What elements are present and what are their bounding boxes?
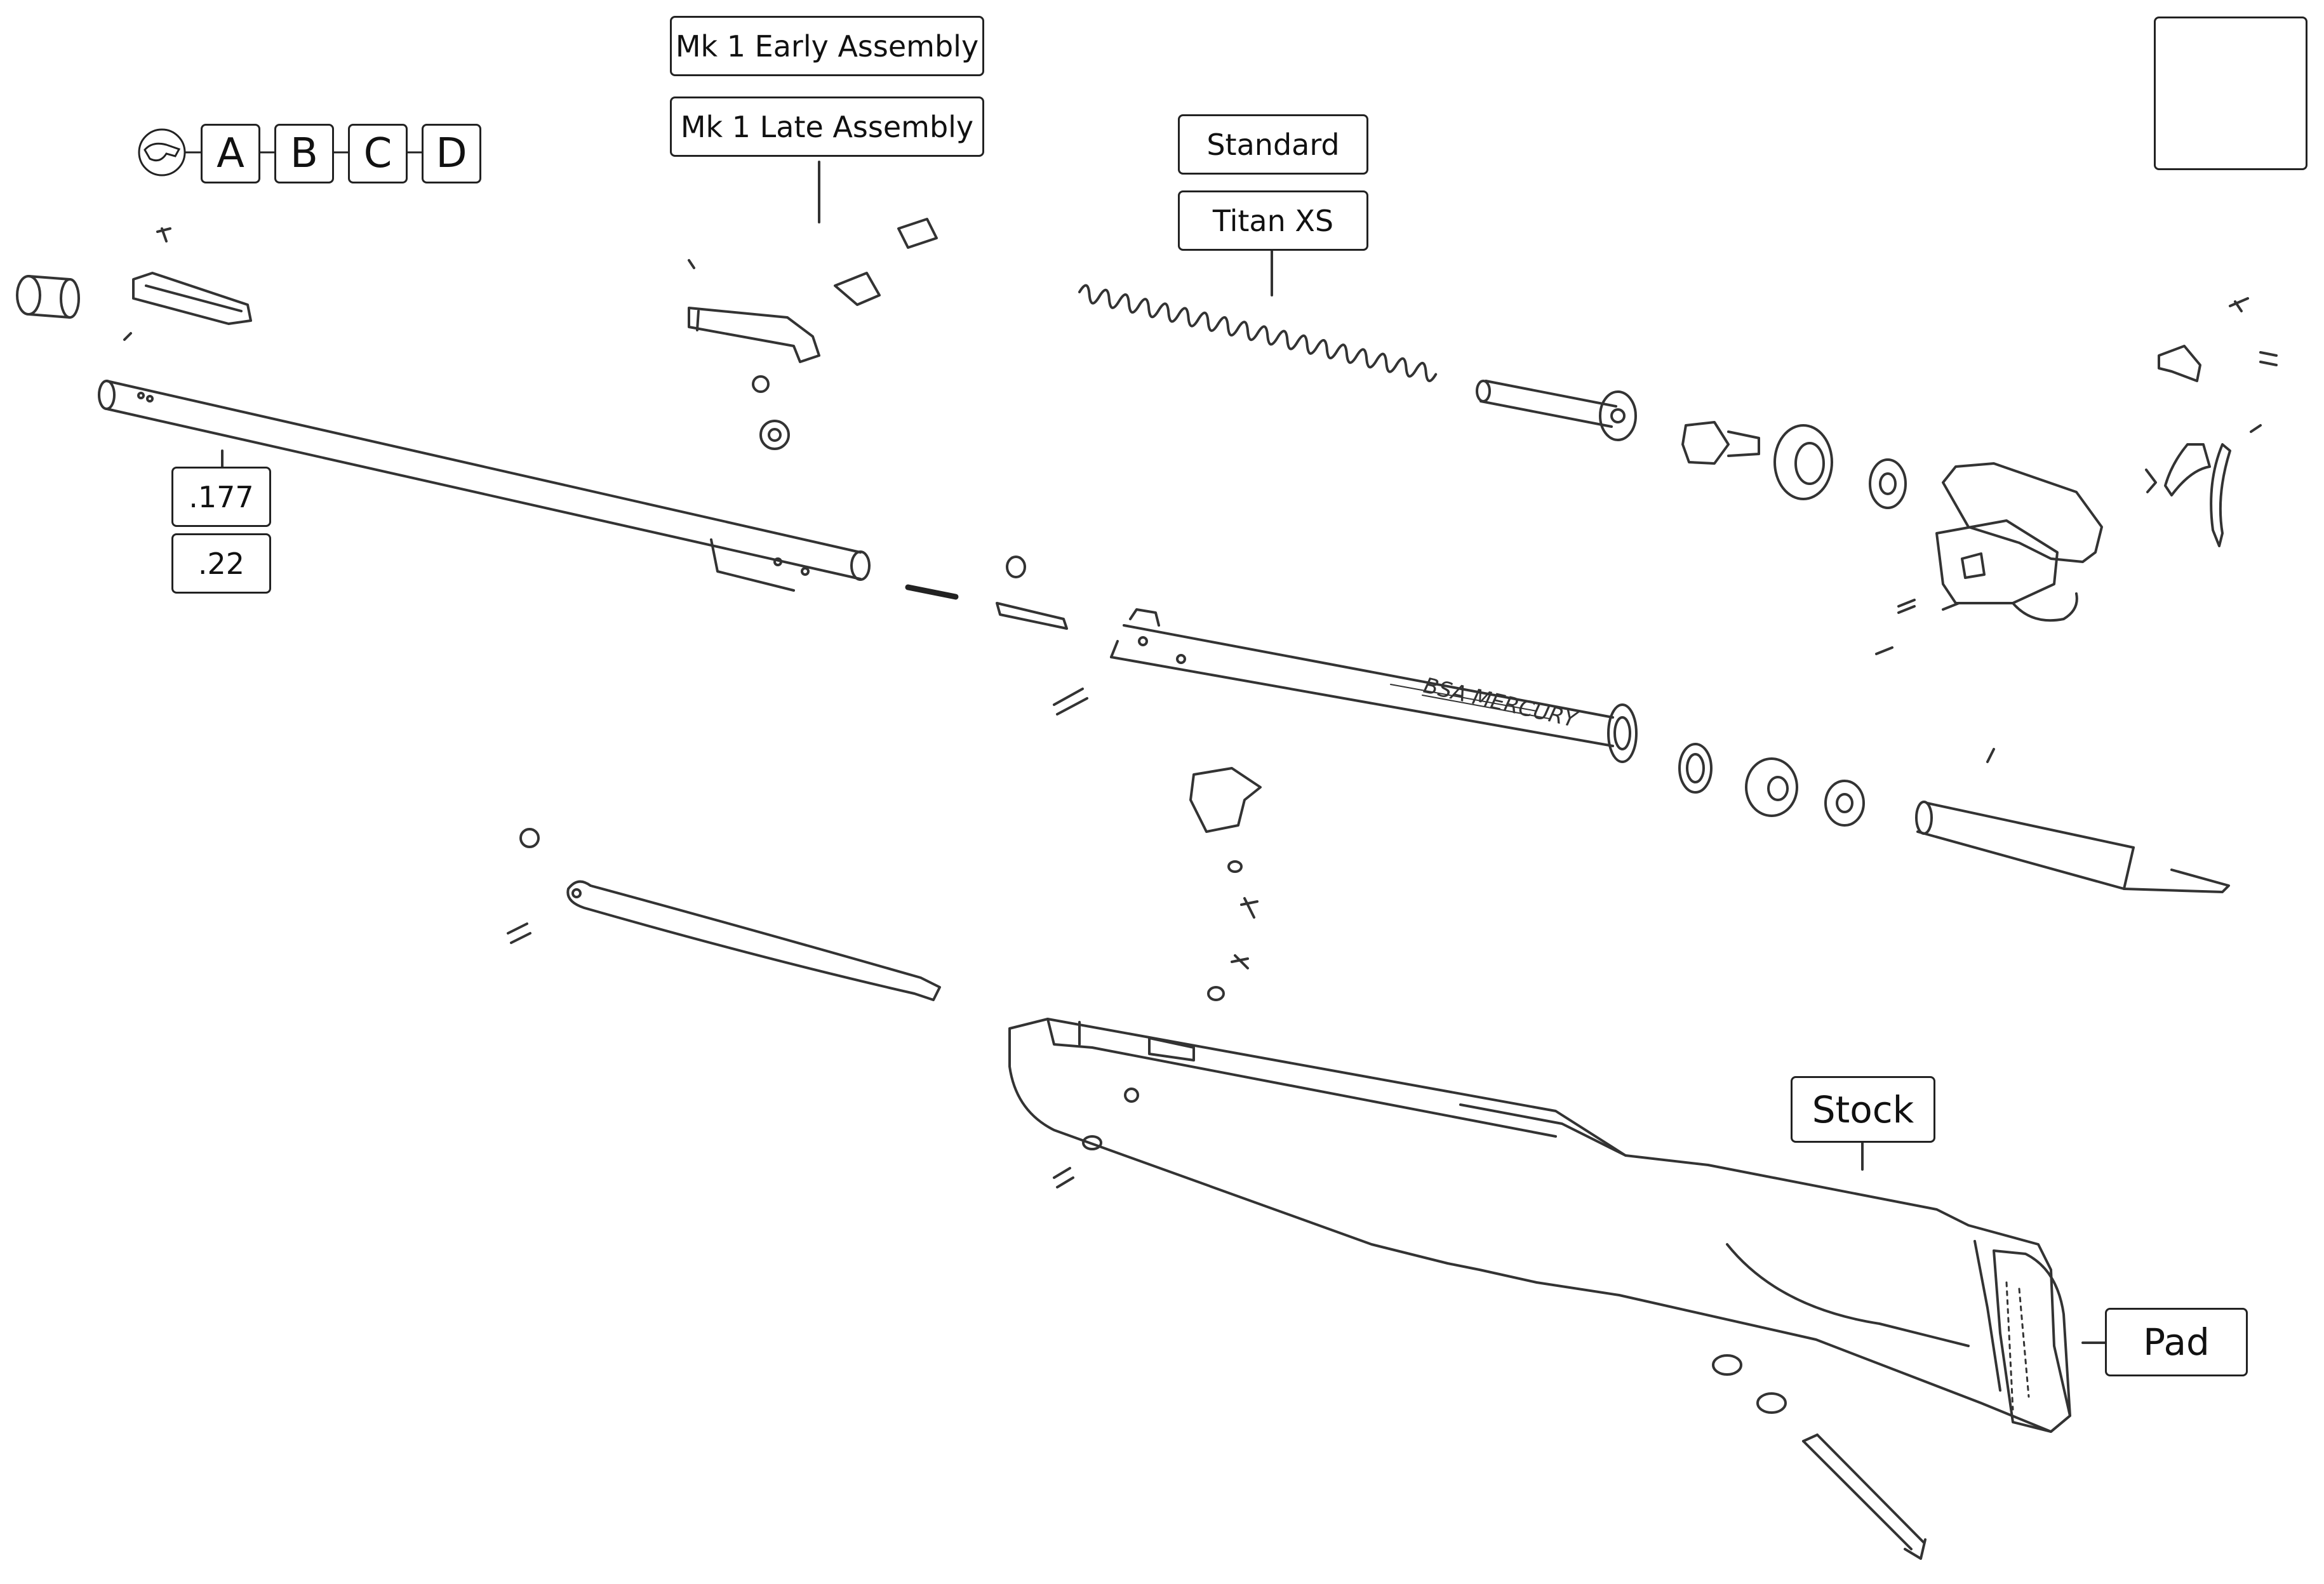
assembly-mk1-late-label[interactable]: Mk 1 Late Assembly <box>670 97 984 157</box>
spring-titan-xs-label[interactable]: Titan XS <box>1178 190 1368 251</box>
pad-label[interactable]: Pad <box>2105 1308 2248 1376</box>
variant-option-c[interactable]: C <box>348 124 408 183</box>
breech-small-parts <box>996 556 1088 715</box>
rear-sight-assembly <box>688 218 938 450</box>
seal-washers <box>1678 743 1865 827</box>
spring-guide <box>1476 380 1637 441</box>
caliber-177-label[interactable]: .177 <box>171 467 271 527</box>
front-sight <box>123 227 252 341</box>
stock-screws <box>1053 1135 1927 1560</box>
variant-option-b[interactable]: B <box>274 124 334 183</box>
breech-spring <box>905 584 959 600</box>
piston <box>1915 748 2230 893</box>
caliber-22-label[interactable]: .22 <box>171 533 271 594</box>
barrel-marking: BSA MERCURY <box>1421 673 1580 733</box>
trigger-parts <box>1875 297 2278 655</box>
variant-option-d[interactable]: D <box>422 124 481 183</box>
compression-tube <box>1110 608 1638 763</box>
trigger-housing <box>1935 462 2103 622</box>
variant-option-a[interactable]: A <box>201 124 260 183</box>
barrel-sleeve <box>16 275 80 319</box>
assembly-mk1-early-label[interactable]: Mk 1 Early Assembly <box>670 16 984 76</box>
barrel <box>98 380 871 592</box>
stock <box>1008 1018 2071 1433</box>
stock-bracket <box>1189 767 1262 1001</box>
piston-seals <box>1681 421 1907 509</box>
main-spring <box>1078 284 1438 382</box>
stock-label[interactable]: Stock <box>1791 1076 1935 1143</box>
cocking-lever <box>507 828 941 1001</box>
gesture-hint-frame[interactable] <box>2154 17 2307 170</box>
spring-standard-label[interactable]: Standard <box>1178 114 1368 175</box>
trigger-guard-icon[interactable] <box>138 128 186 176</box>
butt-pad <box>1993 1249 2071 1433</box>
